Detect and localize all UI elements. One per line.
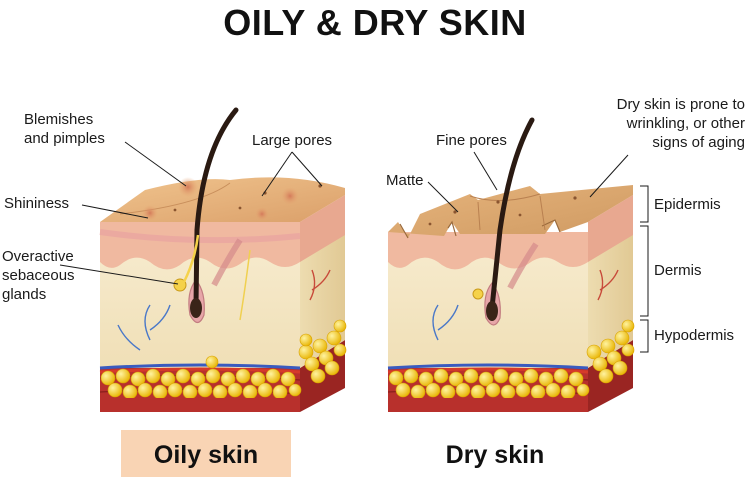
oily-skin-block [99,107,347,412]
label-aging-line3: signs of aging [652,134,745,151]
label-fine-pores: Fine pores [436,132,507,149]
label-large-pores: Large pores [252,132,333,149]
label-blemishes-line1: Blemishes [24,111,94,128]
label-matte: Matte [386,172,424,189]
dry-epidermis [388,232,588,270]
oily-caption: Oily skin [153,441,259,469]
dry-caption: Dry skin [445,441,545,469]
label-aging-line2: wrinkling, or other [626,115,745,132]
label-aging-line1: Dry skin is prone to [616,96,745,113]
label-dermis: Dermis [654,262,702,279]
oily-fat-cells [100,319,347,400]
oily-caption-box [121,430,291,477]
oily-epidermis [100,222,300,270]
label-glands-line3: glands [2,286,47,303]
dry-fat-cells [388,319,635,400]
oily-surface [100,177,345,222]
leader-lines [59,141,649,353]
label-blemishes-line2: and pimples [24,130,105,147]
label-epidermis: Epidermis [654,196,721,213]
dry-skin-block [387,117,635,412]
dry-surface [388,185,633,238]
label-shininess: Shininess [4,195,70,212]
label-glands-line1: Overactive [2,248,74,265]
page-title: OILY & DRY SKIN [223,2,527,43]
label-hypodermis: Hypodermis [654,327,735,344]
label-glands-line2: sebaceous [2,267,75,284]
